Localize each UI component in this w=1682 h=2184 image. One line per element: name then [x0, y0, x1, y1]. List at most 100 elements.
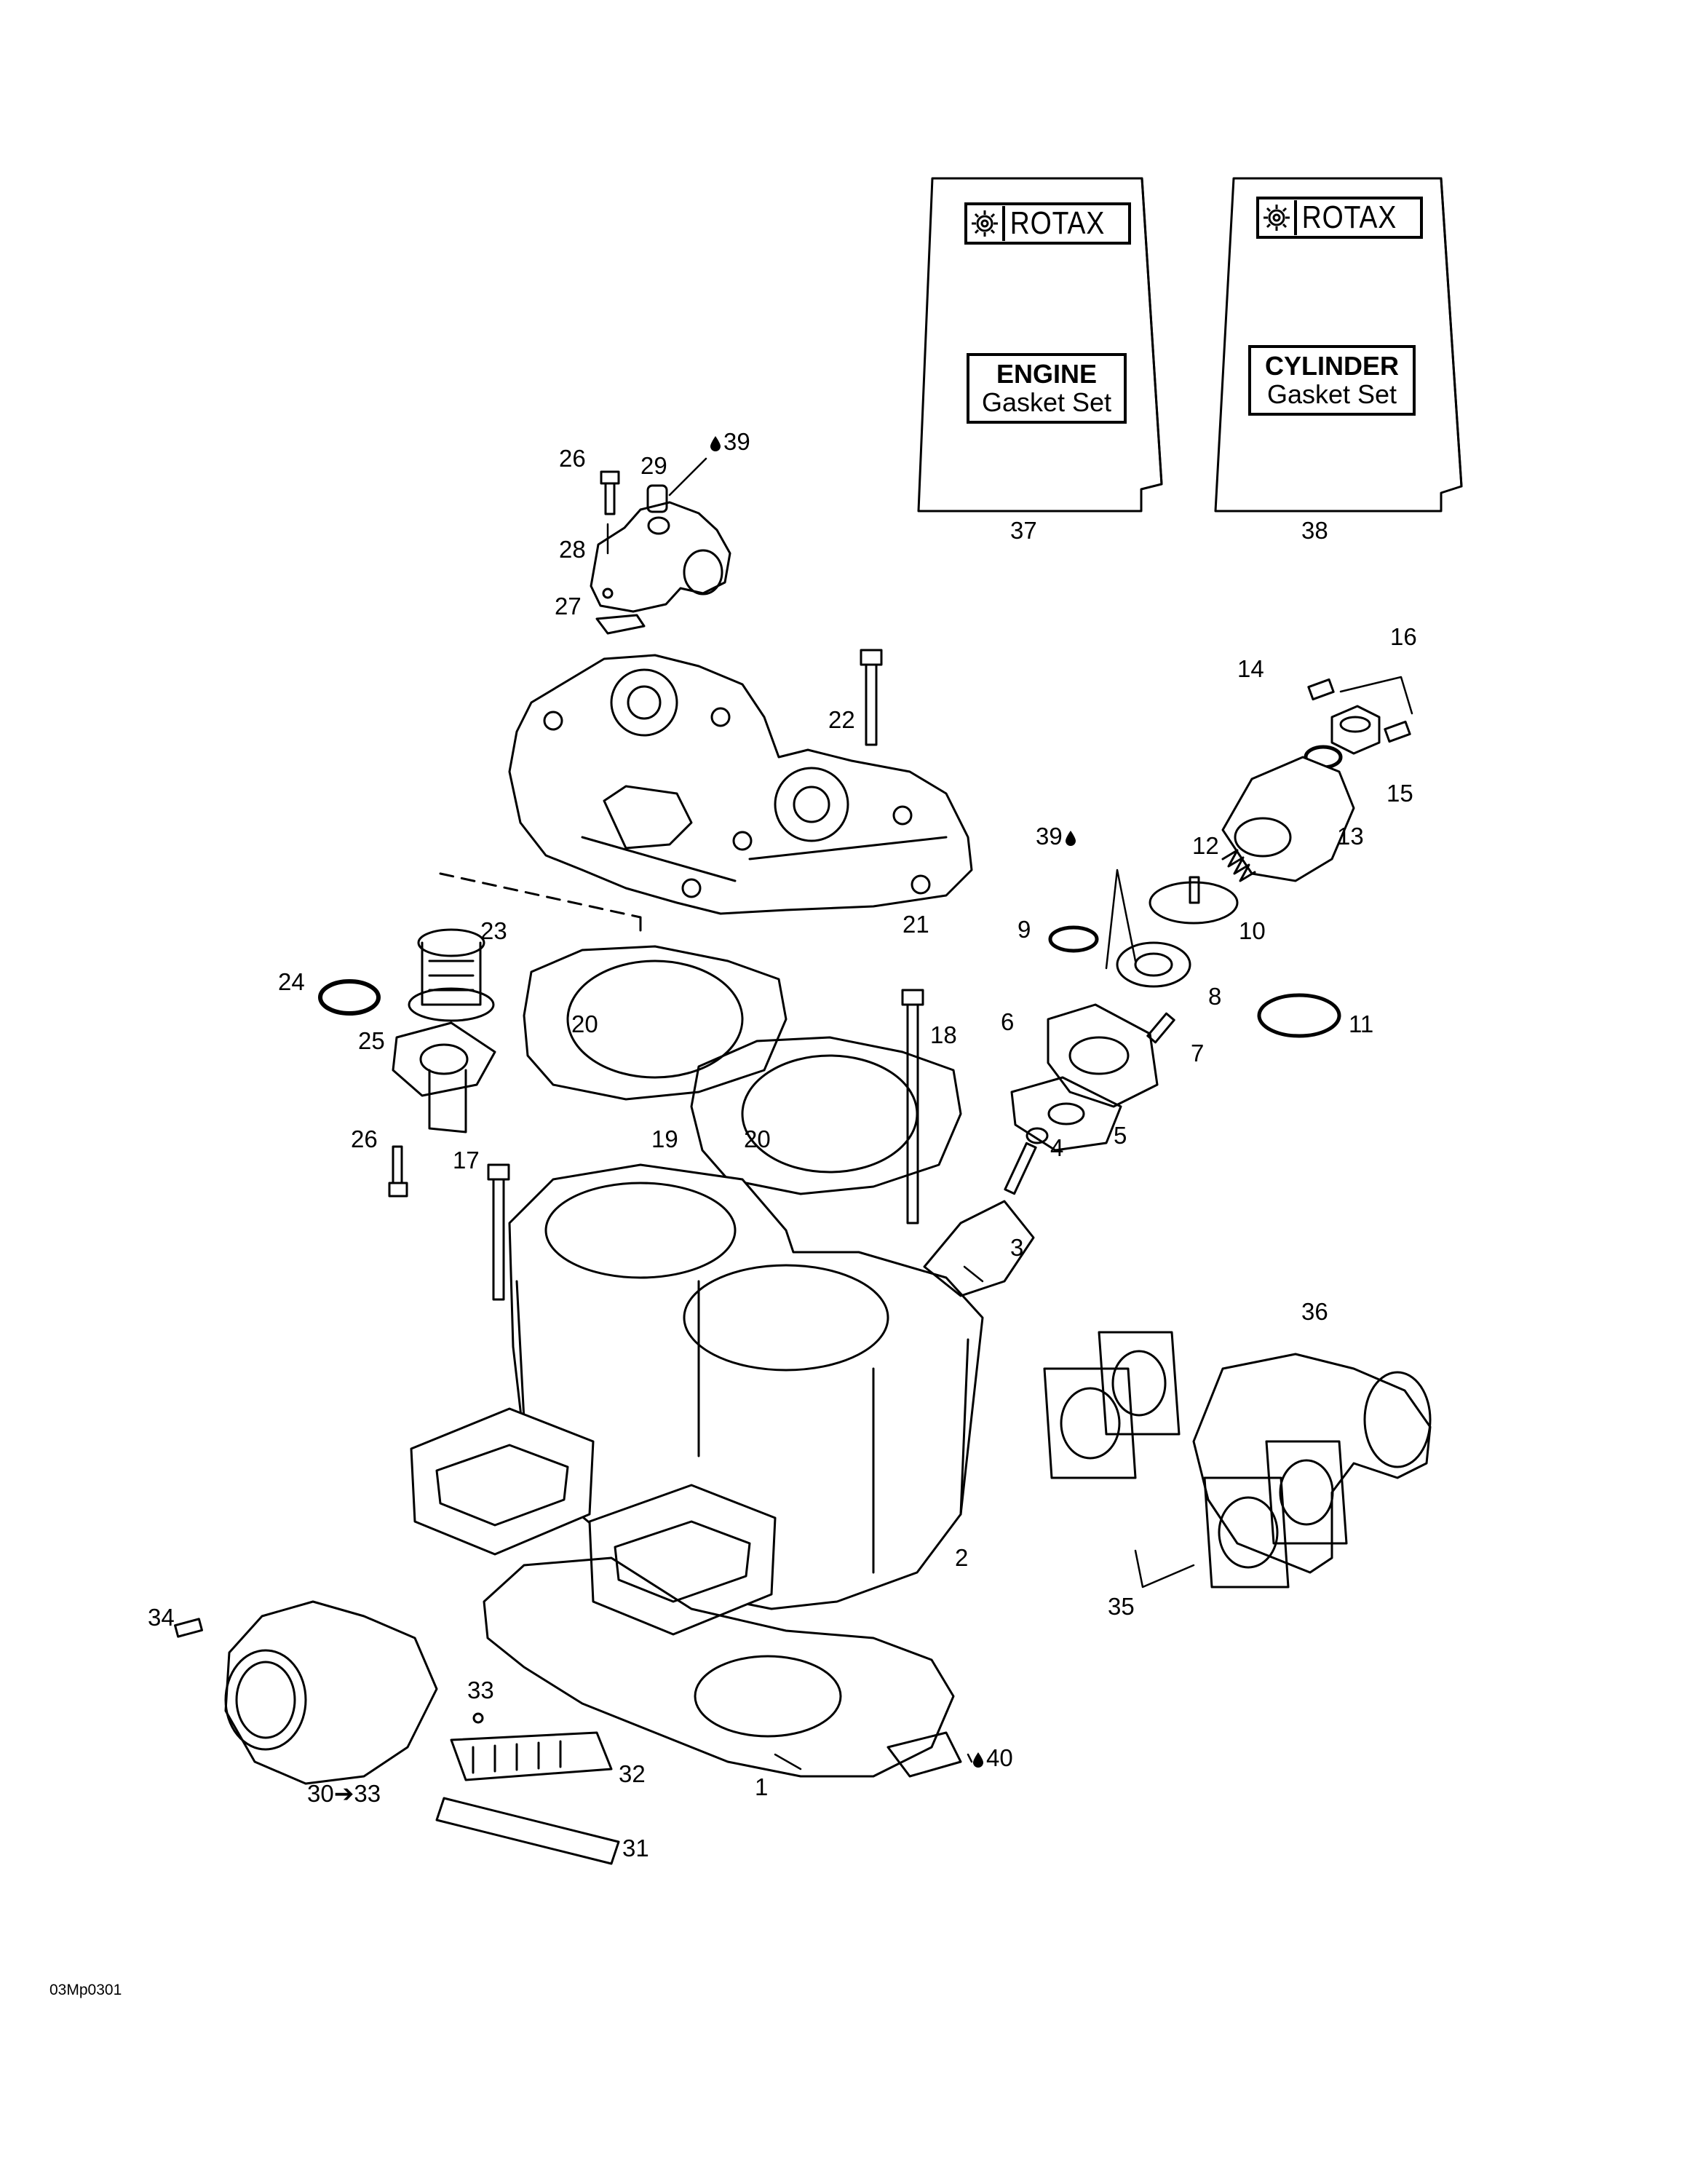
engine-gasket-set-booklet: [917, 177, 1163, 513]
seal-8: [1116, 941, 1191, 988]
o-ring-24: [318, 979, 381, 1016]
thermostat-dash-line: [439, 872, 642, 941]
callout-7: 7: [1191, 1040, 1205, 1067]
cylinder-kit-title: CYLINDER: [1264, 351, 1399, 381]
gasket-27: [595, 614, 646, 635]
callout-23: 23: [480, 917, 507, 944]
engine-kit-logo: ROTAX: [964, 202, 1132, 245]
callout-26-left: 26: [351, 1125, 378, 1152]
bolt-7: [1146, 1012, 1175, 1044]
head-gasket-19: [523, 945, 962, 1195]
cylinder-head: [508, 654, 973, 915]
callout-5: 5: [1114, 1122, 1127, 1149]
intake-manifold-36: [1192, 1353, 1432, 1574]
spring-12: [1221, 849, 1256, 882]
pump-housing-13: [1221, 756, 1355, 882]
cylinder-kit-subtitle: Gasket Set: [1266, 379, 1397, 409]
stud-18: [901, 989, 924, 1224]
callout-22: 22: [828, 706, 855, 733]
reed-stopper-31: [435, 1797, 620, 1865]
callout-24: 24: [278, 968, 305, 995]
callout-11: 11: [1349, 1010, 1374, 1037]
thermostat-cover-25: [392, 1021, 496, 1133]
fitting-29: [646, 484, 668, 513]
callout-39-top: 39: [710, 430, 750, 454]
callout-16: 16: [1390, 623, 1417, 650]
base-gasket: [483, 1556, 955, 1778]
callout-33: 33: [467, 1677, 494, 1704]
callout-17: 17: [453, 1147, 480, 1174]
cylinder-gasket-set-booklet: [1214, 177, 1463, 513]
engine-kit-title: ENGINE: [996, 359, 1098, 389]
water-outlet-housing: [590, 501, 731, 613]
figure-code: 03Mp0301: [49, 1982, 122, 1998]
callout-2: 2: [955, 1544, 969, 1571]
oil-drop-icon: [973, 1752, 983, 1768]
callout-39-top-text: 39: [723, 428, 750, 455]
o-ring-9: [1048, 925, 1099, 953]
gasket-35d: [1265, 1440, 1348, 1545]
callout-39-mid-text: 39: [1036, 823, 1063, 850]
callout-39-mid: 39: [1036, 824, 1079, 848]
gasket-35b: [1098, 1331, 1181, 1436]
callout-12: 12: [1192, 832, 1219, 859]
callout-20-lower: 20: [744, 1125, 771, 1152]
callout-15: 15: [1387, 780, 1413, 807]
thermostat-23: [408, 928, 495, 1022]
cylinder-kit-title-box: CYLINDER Gasket Set: [1248, 345, 1416, 416]
bolt-16a: [1307, 678, 1335, 701]
callout-34: 34: [148, 1604, 175, 1631]
gasket-35c: [1203, 1476, 1290, 1588]
callout-27: 27: [555, 593, 582, 620]
gasket-35a: [1043, 1367, 1137, 1479]
callout-26-top: 26: [559, 445, 586, 472]
reed-valve-lower: [588, 1484, 777, 1636]
cylinder-kit-number: 38: [1301, 517, 1328, 544]
bolt-34: [174, 1618, 203, 1638]
screw-33: [472, 1712, 484, 1724]
callout-20-upper: 20: [571, 1010, 598, 1037]
callout-31: 31: [622, 1835, 649, 1861]
callout-4: 4: [1050, 1134, 1064, 1161]
impeller-10: [1149, 876, 1239, 925]
callout-21: 21: [903, 911, 929, 938]
o-ring-11: [1257, 993, 1341, 1038]
callout-40-text: 40: [986, 1744, 1013, 1771]
callout-29: 29: [640, 452, 667, 479]
callout-18: 18: [930, 1021, 957, 1048]
cylinder-block: [508, 1163, 984, 1610]
callout-10: 10: [1239, 917, 1266, 944]
reed-petals-32: [450, 1731, 613, 1781]
callout-32: 32: [619, 1760, 646, 1787]
callout-40: 40: [972, 1746, 1013, 1770]
cylinder-kit-brand: ROTAX: [1301, 199, 1397, 235]
engine-kit-number: 37: [1010, 517, 1037, 544]
rotary-valve-cover-6: [1047, 1003, 1159, 1108]
callout-14: 14: [1237, 655, 1264, 682]
bolt-26-left: [388, 1145, 408, 1198]
rotary-valve-shaft-3: [923, 1142, 1037, 1297]
leader-lines: [606, 457, 1413, 1770]
callout-3: 3: [1010, 1234, 1024, 1261]
engine-kit-subtitle: Gasket Set: [981, 387, 1112, 417]
engine-kit-title-box: ENGINE Gasket Set: [967, 353, 1127, 424]
stud-17: [487, 1163, 510, 1301]
callout-28: 28: [559, 536, 586, 563]
bolt-22: [860, 649, 883, 746]
gasket-5: [1010, 1076, 1122, 1152]
oil-drop-icon: [1065, 831, 1076, 846]
callout-19: 19: [651, 1125, 678, 1152]
callout-36: 36: [1301, 1298, 1328, 1325]
callout-35: 35: [1108, 1593, 1135, 1620]
callout-9: 9: [1017, 916, 1031, 943]
rotax-gear-icon: [1259, 200, 1297, 235]
callout-30-33: 30➔33: [307, 1780, 381, 1807]
bolt-16b: [1384, 720, 1411, 743]
intake-adapter-30: [224, 1600, 438, 1785]
rotax-gear-icon: [967, 206, 1005, 241]
oil-drop-icon: [710, 436, 721, 451]
nut-15: [1330, 705, 1381, 755]
callout-13: 13: [1337, 823, 1364, 850]
bolt-26-top: [600, 470, 620, 515]
